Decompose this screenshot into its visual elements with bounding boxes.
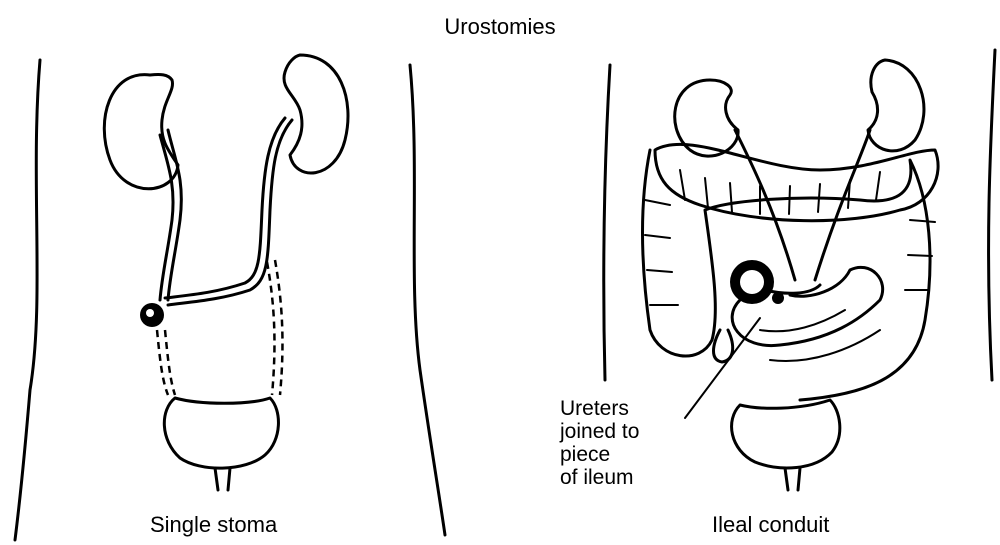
caption-ileal-conduit: Ileal conduit: [712, 512, 829, 538]
callout-pointer: [685, 318, 760, 418]
former-right-ureter-dashed: [275, 260, 282, 395]
ureter-join-point: [772, 292, 784, 304]
ureter-left-2: [735, 130, 795, 280]
urethra-right-panel: [785, 468, 800, 490]
former-left-ureter-dashed-2: [157, 330, 168, 395]
right-kidney: [284, 55, 348, 173]
former-left-ureter-dashed: [165, 330, 175, 395]
ileal-stoma-opening: [740, 270, 764, 294]
callout-line: piece: [560, 443, 639, 466]
bladder-left-panel: [164, 398, 278, 468]
bladder-right-panel: [732, 400, 840, 468]
right-ureter: [168, 120, 292, 305]
right-ureter-inner: [165, 118, 285, 298]
ileal-conduit-diagram: [604, 50, 995, 490]
single-stoma-diagram: [15, 55, 445, 540]
torso-outline-left-2: [604, 65, 610, 380]
torso-outline-left: [15, 60, 40, 540]
caption-single-stoma: Single stoma: [150, 512, 277, 538]
torso-outline-right-2: [989, 50, 995, 380]
stoma-opening: [146, 309, 154, 317]
callout-line: of ileum: [560, 466, 639, 489]
urethra-left-panel: [215, 468, 230, 490]
transverse-colon: [655, 144, 938, 220]
callout-line: Ureters: [560, 397, 639, 420]
ureters-callout: Ureters joined to piece of ileum: [560, 397, 639, 489]
ureter-right-2: [815, 130, 870, 280]
right-kidney-2: [868, 60, 924, 151]
torso-outline-right: [410, 65, 445, 535]
callout-line: joined to: [560, 420, 639, 443]
ascending-colon-haustra: [645, 200, 678, 305]
large-intestine: [643, 150, 931, 400]
former-right-ureter-dashed-2: [267, 262, 274, 395]
